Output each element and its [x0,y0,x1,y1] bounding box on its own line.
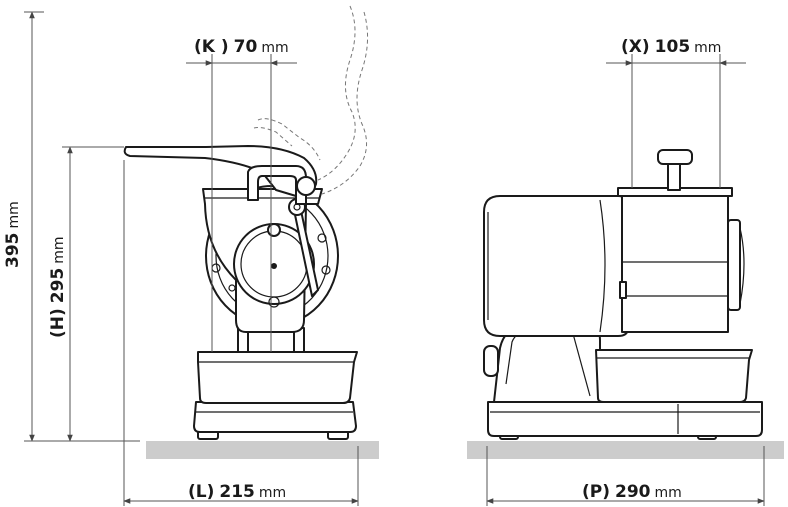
floor-left [146,441,379,459]
front-view-machine [123,5,368,440]
label-height: (H)295mm [48,236,68,338]
label-total-height: 395mm [3,201,23,268]
dimension-lines [24,11,765,506]
side-view-machine [483,149,763,440]
floor-right [467,441,784,459]
